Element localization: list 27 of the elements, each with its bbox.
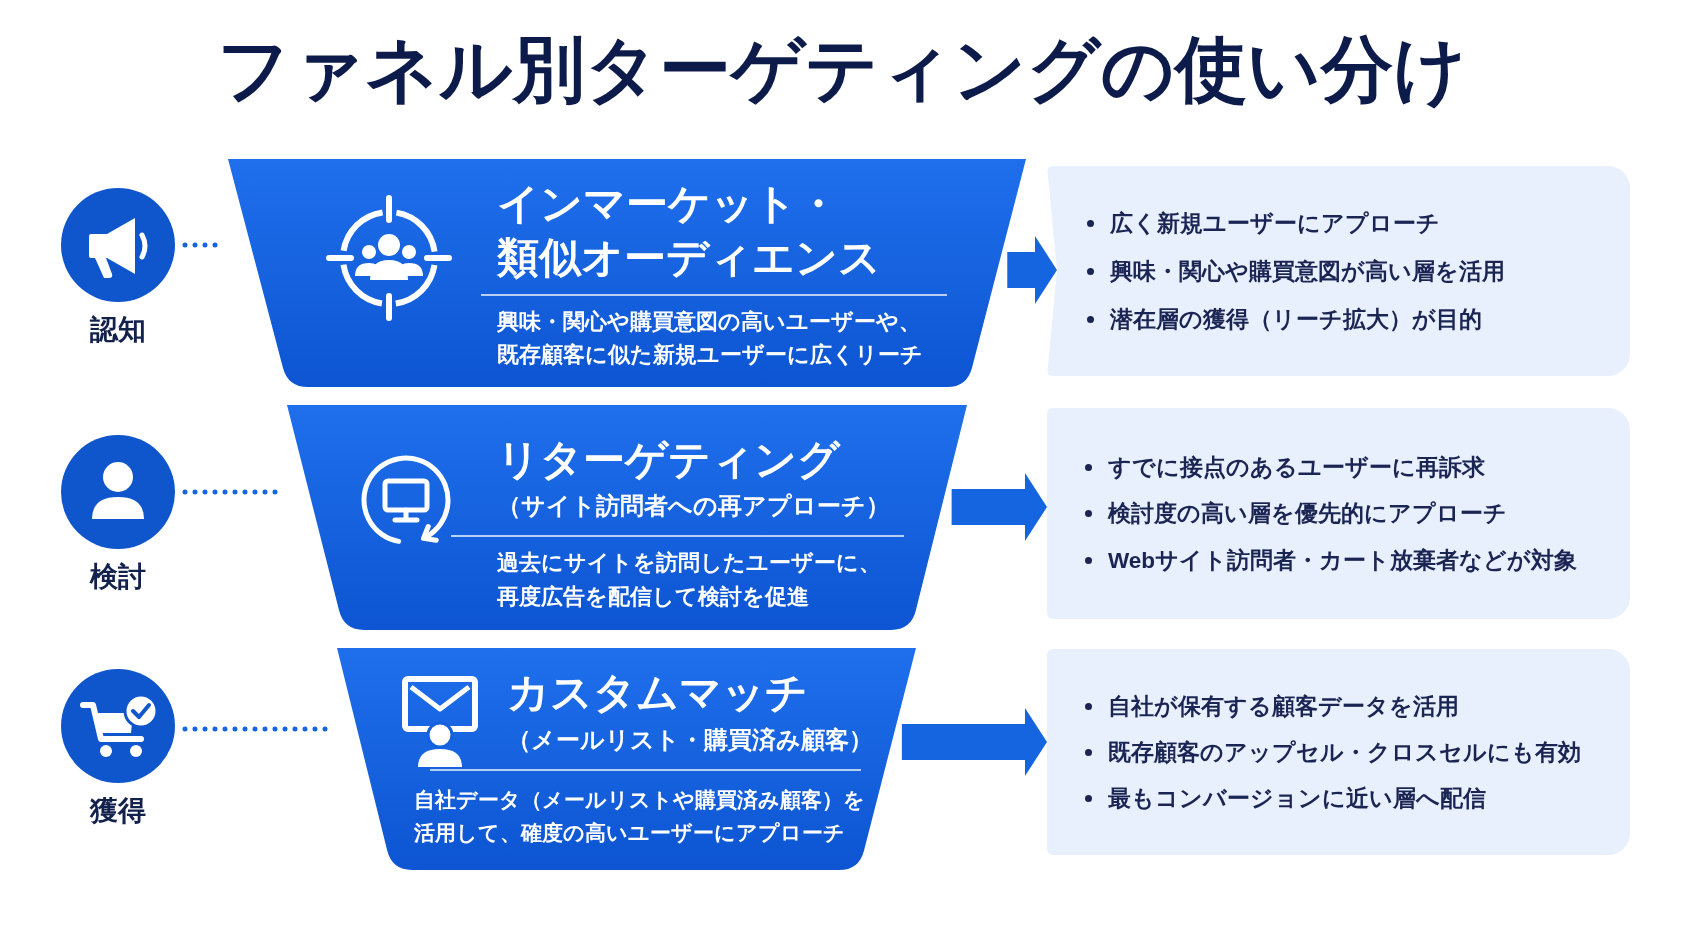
band-description: 興味・関心や購買意図の高いユーザーや、既存顧客に似た新規ユーザーに広くリーチ [497, 308, 924, 369]
bullet-text: Webサイト訪問者・カート放棄者などが対象 [1108, 546, 1578, 575]
bullet-text: すでに接点のあるユーザーに再訴求 [1108, 453, 1485, 482]
bullet-text: 既存顧客のアップセル・クロスセルにも有効 [1108, 738, 1581, 767]
info-panel [1047, 649, 1630, 855]
band-description: 過去にサイトを訪問したユーザーに、再度広告を配信して検討を促進 [497, 549, 882, 611]
band-title: インマーケット・類似オーディエンス [497, 179, 882, 283]
band-subtitle: （サイト訪問者への再アプローチ） [497, 491, 890, 521]
stage-label: 獲得 [90, 794, 146, 828]
bullet-text: 検討度の高い層を優先的にアプローチ [1108, 500, 1507, 529]
page-title: ファネル別ターゲティングの使い分け [217, 28, 1467, 111]
bullet-text: 広く新規ユーザーにアプローチ [1110, 209, 1440, 238]
stage-label: 検討 [90, 560, 146, 594]
stage-label: 認知 [90, 313, 146, 347]
bullet-text: 自社が保有する顧客データを活用 [1108, 692, 1459, 721]
band-title: カスタムマッチ [507, 668, 809, 718]
block-arrow [901, 708, 1047, 776]
band-title: リターゲティング [497, 435, 842, 485]
block-arrow [1007, 236, 1057, 304]
bullet-text: 潜在層の獲得（リーチ拡大）が目的 [1110, 305, 1482, 334]
info-panel [1047, 408, 1630, 619]
band-description: 自社データ（メールリストや購買済み顧客）を活用して、確度の高いユーザーにアプローチ [414, 787, 866, 846]
bullet-text: 最もコンバージョンに近い層へ配信 [1108, 784, 1486, 813]
info-panel [1047, 166, 1630, 376]
bullet-text: 興味・関心や購買意図が高い層を活用 [1110, 257, 1505, 286]
block-arrow [951, 473, 1047, 541]
band-subtitle: （メールリスト・購買済み顧客） [507, 725, 873, 755]
